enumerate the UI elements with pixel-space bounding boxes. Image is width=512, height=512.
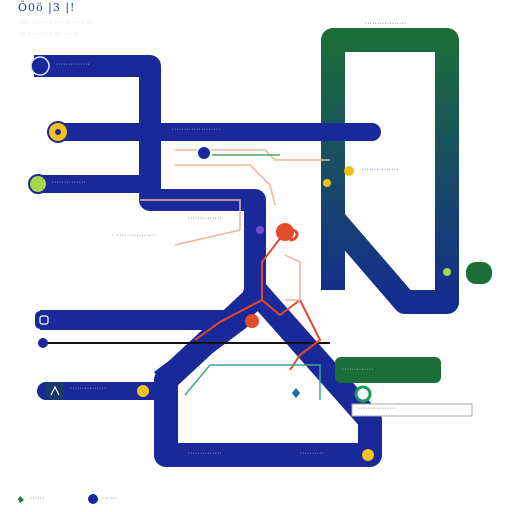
label-lower-left-box: ∙∙∙∙∙∙∙∙∙∙∙∙∙∙∙ bbox=[70, 385, 107, 392]
station-yellow-loop-right bbox=[362, 449, 374, 461]
diamond-marker bbox=[292, 388, 300, 398]
diagram-title: Ö0ö |3 |! bbox=[18, 1, 76, 14]
route-teal-thin bbox=[184, 364, 321, 400]
label-right-yellow: ∙∙∙∙∙∙∙∙∙∙∙∙∙∙∙ bbox=[362, 166, 399, 173]
route-blue-big-loop bbox=[154, 282, 382, 467]
station-top-left bbox=[30, 56, 50, 76]
station-purple bbox=[256, 226, 264, 234]
label-lime: ∙∙∙∙∙∙∙∙∙∙∙∙∙∙ bbox=[52, 179, 87, 186]
legend-item-1: ∙∙∙∙∙∙ bbox=[30, 495, 45, 502]
green-flag-box bbox=[335, 357, 441, 383]
label-bottom-loop-left: ∙∙∙∙∙∙∙∙∙∙∙∙∙∙ bbox=[188, 450, 223, 457]
station-lower-box bbox=[46, 382, 64, 400]
station-yellow-loop-left bbox=[137, 385, 149, 397]
station-blue-dot bbox=[196, 145, 212, 161]
station-blue-left bbox=[38, 338, 48, 348]
diagram-subtitle-2: ·· ···· ··· ·· ··· · bbox=[20, 31, 79, 37]
label-upper-center: ∙∙∙∙∙∙∙∙∙∙∙∙∙∙∙∙∙∙∙∙ bbox=[172, 126, 221, 133]
legend-item-2: ∙∙∙∙∙∙ bbox=[103, 495, 118, 502]
label-lower-left-blue: ∙∙∙∙∙∙∙∙∙∙∙∙∙ bbox=[62, 315, 94, 322]
label-mid-junction: ∙∙∙∙∙∙∙∙∙∙∙∙∙∙ bbox=[188, 215, 223, 222]
diagram-subtitle: ··· ·· ···· ··· · ···· ·· bbox=[20, 20, 93, 26]
route-red bbox=[194, 231, 322, 371]
station-yellow-right bbox=[344, 166, 354, 176]
label-green-flag: ∙∙∙∙∙∙∙∙∙∙∙∙∙ bbox=[342, 366, 374, 373]
station-lime-right bbox=[443, 268, 451, 276]
callout-box bbox=[351, 403, 473, 417]
route-green-blue bbox=[320, 28, 459, 314]
legend-marker-2 bbox=[88, 494, 98, 504]
label-right-green: ∙∙∙∙∙∙∙∙∙∙∙∙∙∙∙∙∙ bbox=[365, 20, 407, 27]
label-top-left: ∙∙∙∙∙∙∙∙∙∙∙∙∙∙ bbox=[56, 61, 91, 68]
label-callout-box: ∙∙∙∙∙∙∙∙∙∙∙∙∙∙∙∙ bbox=[358, 405, 398, 412]
station-blue-square bbox=[35, 311, 53, 329]
label-left-callout: ∙ ∙∙∙∙ ∙∙∙∙∙∙∙∙∙∙∙ bbox=[112, 232, 157, 239]
station-lime bbox=[28, 174, 48, 194]
legend-marker-1 bbox=[18, 496, 24, 503]
station-green-ring bbox=[354, 385, 372, 403]
station-red-junction bbox=[276, 223, 294, 241]
chip-upper bbox=[160, 201, 186, 211]
route-peach-2 bbox=[140, 199, 301, 301]
station-peach-small bbox=[323, 179, 331, 187]
station-red-center bbox=[245, 314, 259, 328]
label-bottom-loop-right: ∙∙∙∙∙∙∙∙∙∙ bbox=[300, 450, 325, 457]
chip-right-green bbox=[466, 262, 492, 284]
label-yellow: ∙∙∙∙∙∙∙∙∙∙∙∙∙ bbox=[80, 126, 112, 133]
